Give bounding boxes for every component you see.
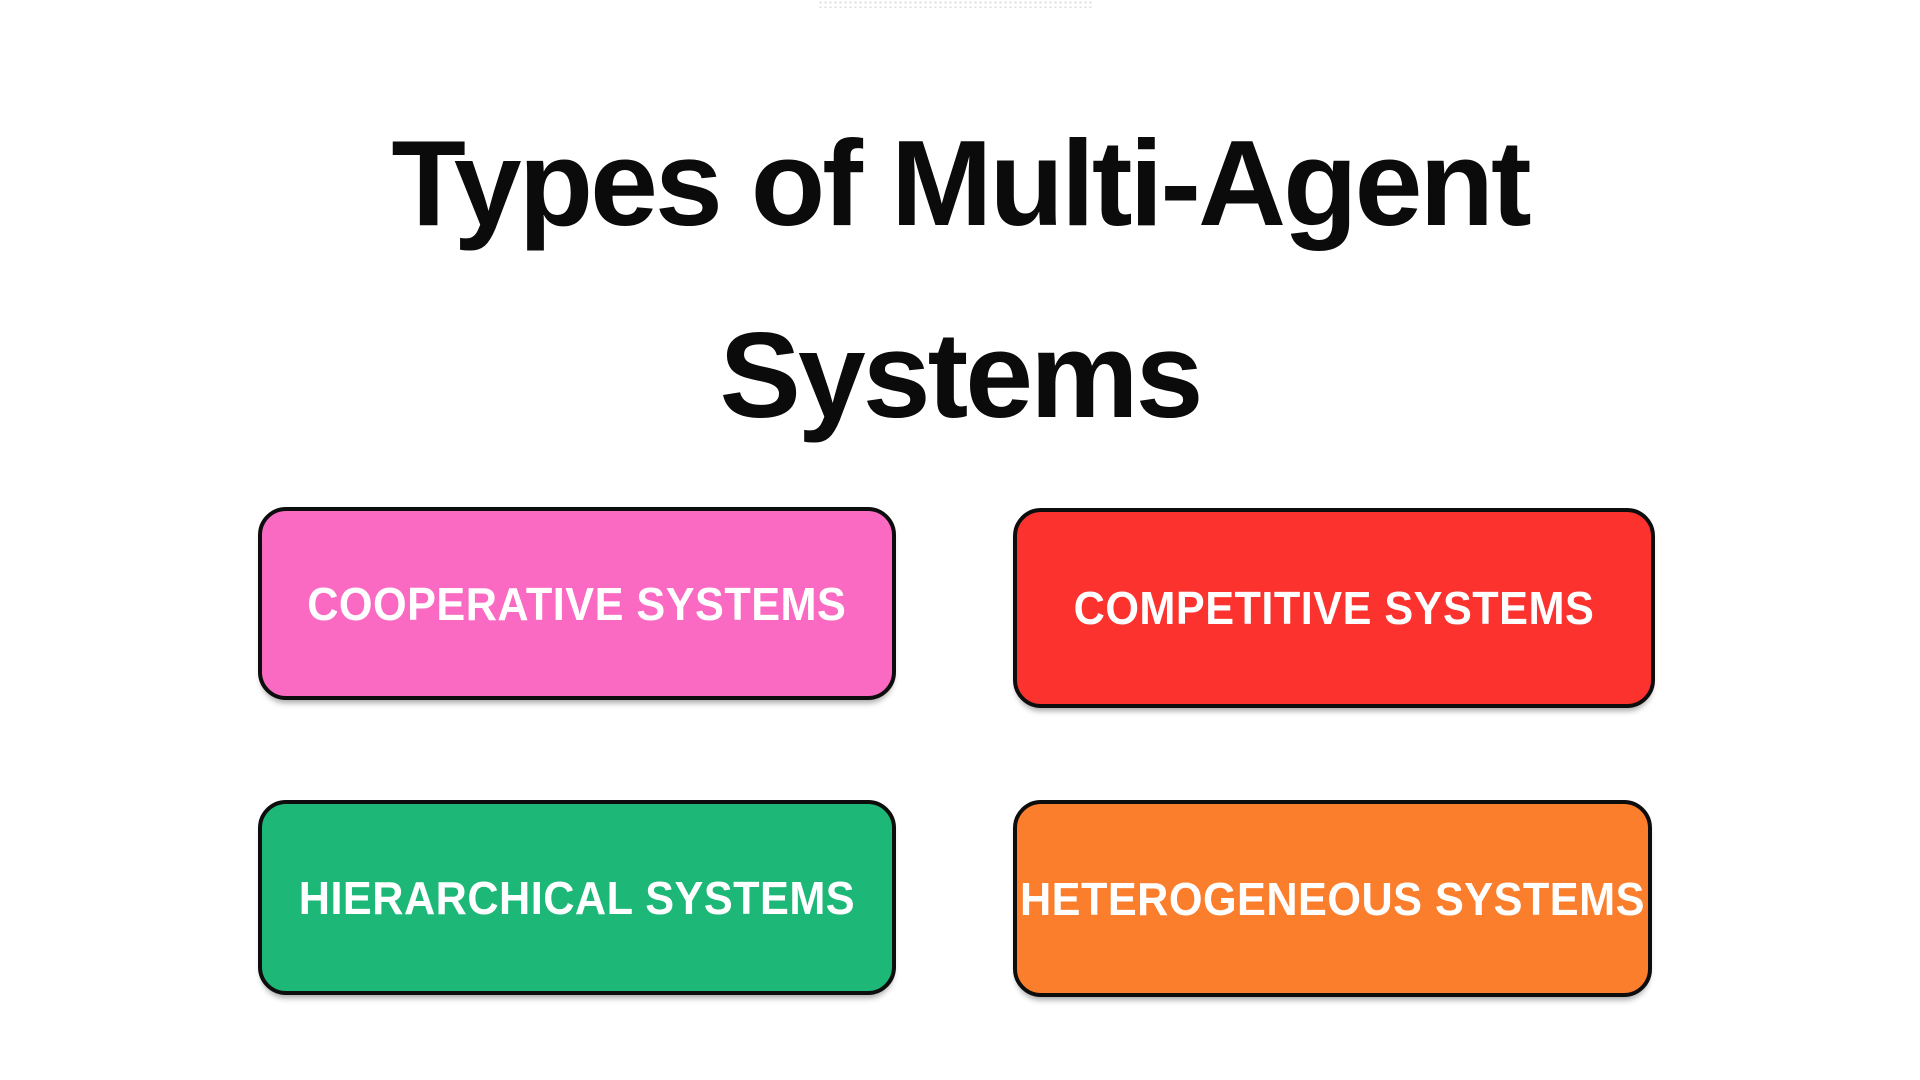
box-cooperative-systems: COOPERATIVE SYSTEMS xyxy=(258,507,896,700)
box-hierarchical-systems: HIERARCHICAL SYSTEMS xyxy=(258,800,896,995)
box-heterogeneous-systems-label: HETEROGENEOUS SYSTEMS xyxy=(1020,872,1645,925)
cropped-watermark-strip xyxy=(818,0,1094,8)
box-competitive-systems-label: COMPETITIVE SYSTEMS xyxy=(1073,582,1595,634)
title-line-2: Systems xyxy=(719,306,1204,443)
page-title: Types of Multi-Agent Systems xyxy=(0,88,1920,471)
box-hierarchical-systems-label: HIERARCHICAL SYSTEMS xyxy=(298,871,856,924)
box-heterogeneous-systems: HETEROGENEOUS SYSTEMS xyxy=(1013,800,1652,997)
title-line-1: Types of Multi-Agent xyxy=(391,115,1531,251)
box-cooperative-systems-label: COOPERATIVE SYSTEMS xyxy=(307,577,847,630)
box-competitive-systems: COMPETITIVE SYSTEMS xyxy=(1013,508,1655,708)
